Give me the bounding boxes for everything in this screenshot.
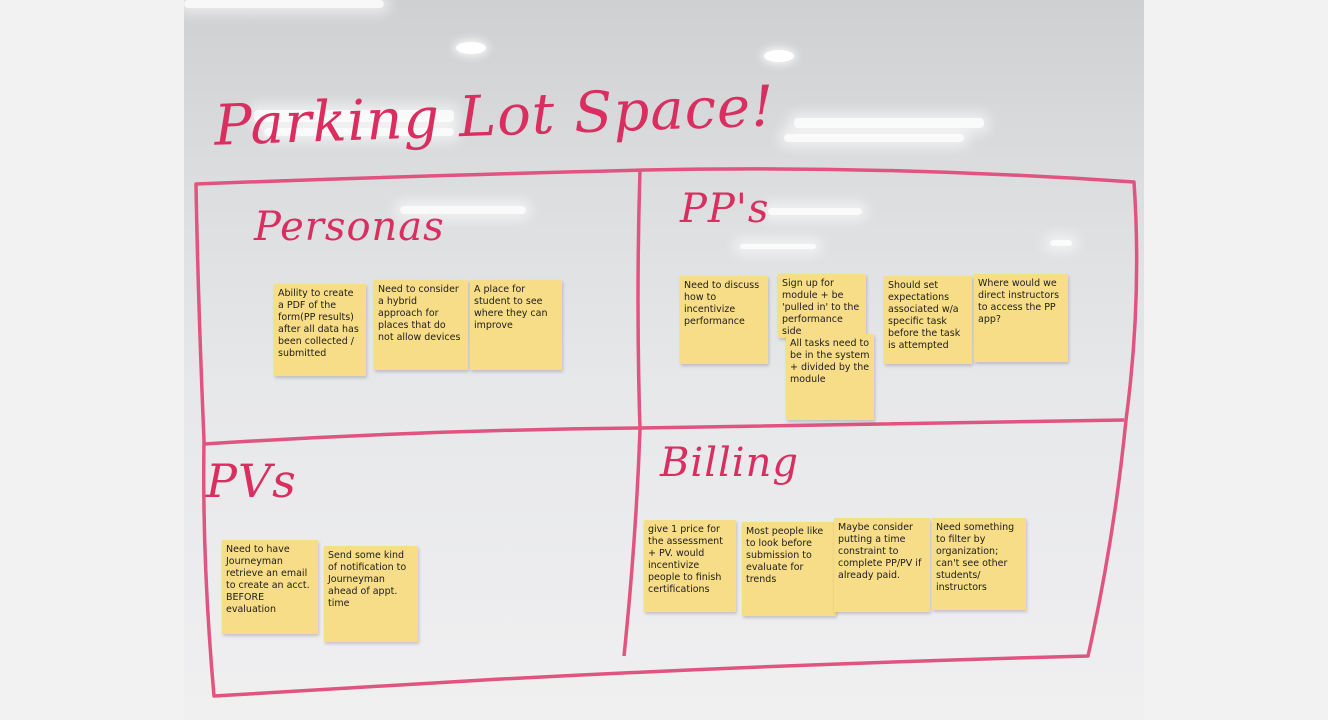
quadrant-title-pps: PP's	[680, 186, 770, 232]
sticky-note: Need something to filter by organization…	[932, 518, 1026, 610]
sticky-note: Send some kind of notification to Journe…	[324, 546, 418, 642]
light-glare	[254, 110, 454, 122]
sticky-note: Where would we direct instructors to acc…	[974, 274, 1068, 362]
light-glare	[784, 134, 964, 142]
sticky-note: Should set expectations associated w/a s…	[884, 276, 972, 364]
quadrant-title-billing: Billing	[660, 440, 799, 486]
sticky-note: Sign up for module + be 'pulled in' to t…	[778, 274, 866, 338]
sticky-note-text: Need to discuss how to incentivize perfo…	[684, 280, 760, 327]
light-glare	[740, 244, 816, 249]
sticky-note-text: Need to have Journeyman retrieve an emai…	[226, 544, 310, 615]
ceiling-light-reflection	[456, 42, 486, 54]
sticky-note-text: Where would we direct instructors to acc…	[978, 278, 1060, 325]
sticky-note: All tasks need to be in the system + div…	[786, 334, 874, 420]
sticky-note-text: A place for student to see where they ca…	[474, 284, 548, 331]
sticky-note: Ability to create a PDF of the form(PP r…	[274, 284, 366, 376]
sticky-note-text: Need to consider a hybrid approach for p…	[378, 284, 461, 343]
sticky-note: Need to discuss how to incentivize perfo…	[680, 276, 768, 364]
sticky-note-text: Sign up for module + be 'pulled in' to t…	[782, 278, 860, 337]
sticky-note-text: Need something to filter by organization…	[936, 522, 1015, 593]
sticky-note: Need to consider a hybrid approach for p…	[374, 280, 468, 370]
quadrant-title-pvs: PVs	[206, 454, 297, 508]
sticky-note: A place for student to see where they ca…	[470, 280, 562, 370]
grid-outline	[194, 167, 1139, 698]
whiteboard-photo: Parking Lot Space! Personas PP's PVs Bil…	[184, 0, 1144, 720]
sticky-note: Most people like to look before submissi…	[742, 522, 836, 616]
light-glare	[794, 118, 984, 128]
quadrant-grid	[194, 167, 1139, 698]
grid-vertical-line	[622, 169, 642, 657]
light-glare	[184, 0, 384, 8]
sticky-note-text: Ability to create a PDF of the form(PP r…	[278, 288, 359, 359]
light-glare	[264, 128, 454, 136]
sticky-note: Maybe consider putting a time constraint…	[834, 518, 930, 612]
sticky-note-text: All tasks need to be in the system + div…	[790, 338, 870, 385]
ceiling-light-reflection	[764, 50, 794, 62]
sticky-note-text: Most people like to look before submissi…	[746, 526, 824, 585]
sticky-note-text: Should set expectations associated w/a s…	[888, 280, 961, 351]
sticky-note: give 1 price for the assessment + PV. wo…	[644, 520, 736, 612]
light-glare	[400, 206, 526, 214]
sticky-note: Need to have Journeyman retrieve an emai…	[222, 540, 318, 634]
sticky-note-text: give 1 price for the assessment + PV. wo…	[648, 524, 723, 595]
light-glare	[768, 208, 862, 215]
sticky-note-text: Send some kind of notification to Journe…	[328, 550, 407, 609]
light-glare	[1050, 240, 1072, 246]
grid-horizontal-line	[203, 418, 1125, 446]
quadrant-title-personas: Personas	[254, 204, 445, 250]
sticky-note-text: Maybe consider putting a time constraint…	[838, 522, 922, 581]
